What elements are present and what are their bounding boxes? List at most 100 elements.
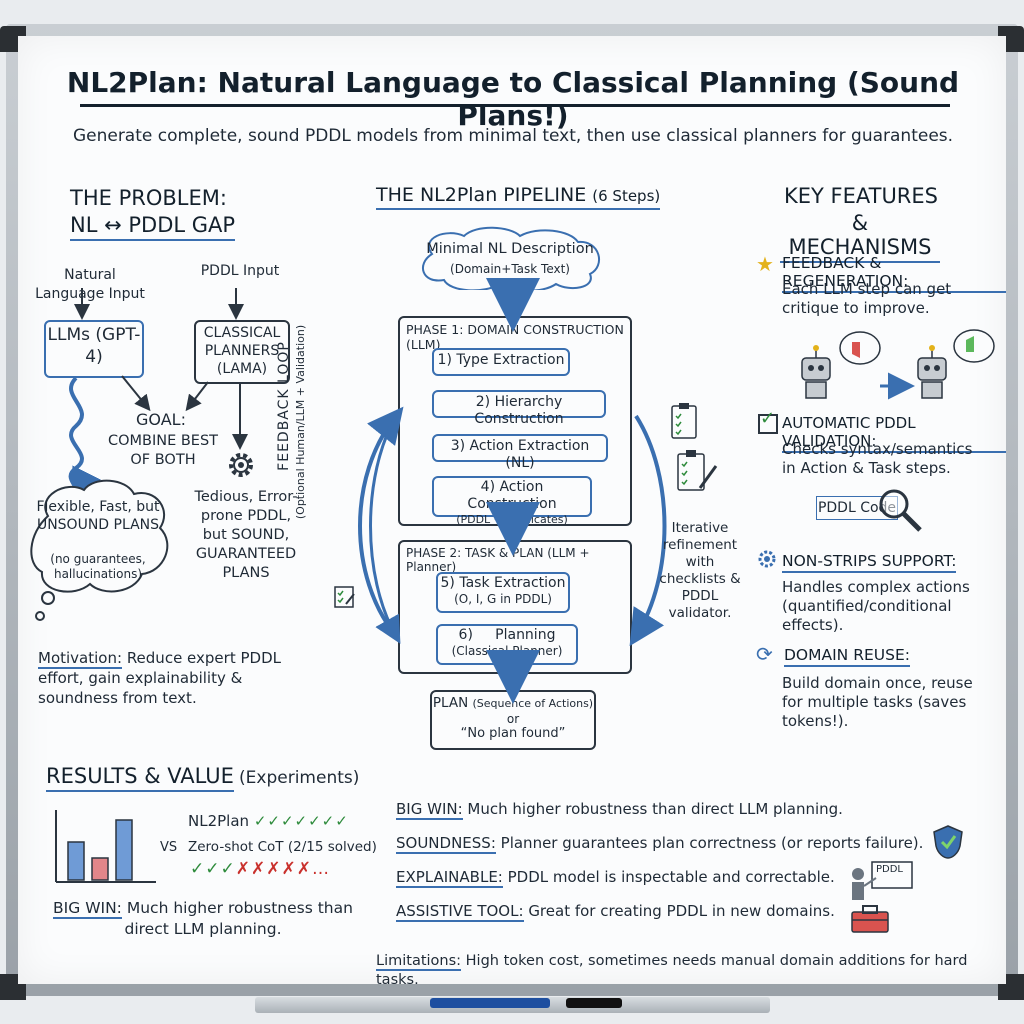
results-heading-text: RESULTS & VALUE xyxy=(46,764,234,792)
gear-icon xyxy=(229,453,253,477)
feature-text-reuse: Build domain once, reuse for multiple ta… xyxy=(782,674,973,730)
checkbox-icon xyxy=(758,414,778,434)
plan-title: PLAN xyxy=(432,695,469,711)
start-note: (Domain+Task Text) xyxy=(450,262,570,276)
value-point-soundness: SOUNDNESS: Planner guarantees plan corre… xyxy=(396,834,924,854)
motivation-text: Reduce expert PDDL effort, gain explaina… xyxy=(38,649,281,707)
gear-icon xyxy=(758,550,776,568)
planner-box: CLASSICAL PLANNERS (LAMA) xyxy=(194,320,290,384)
value-label: EXPLAINABLE: xyxy=(396,868,503,888)
results-bar-sketch xyxy=(55,810,156,883)
zeroshot-crosses: ✗✗✗✗✗… xyxy=(235,859,330,879)
clipboard-pen-icon xyxy=(677,450,718,491)
problem-heading-line1: THE PROBLEM: xyxy=(70,186,227,210)
limitations: Limitations: High token cost, sometimes … xyxy=(376,952,1006,990)
value-label: ASSISTIVE TOOL: xyxy=(396,902,524,922)
black-marker xyxy=(566,998,622,1008)
step-action-extraction: 3) Action Extraction (NL) xyxy=(432,434,608,471)
limitations-label: Limitations: xyxy=(376,953,462,971)
step-label: 5) Task Extraction xyxy=(440,575,566,591)
problem-arrows xyxy=(68,288,248,502)
step-hierarchy-construction: 2) Hierarchy Construction xyxy=(432,390,606,427)
value-text: Great for creating PDDL in new domains. xyxy=(528,902,835,920)
step-label: 6) Planning xyxy=(458,627,556,643)
star-icon: ★ xyxy=(756,252,774,276)
clipboard-icon xyxy=(671,403,697,439)
nl2plan-label: NL2Plan xyxy=(188,812,250,830)
start-cloud xyxy=(421,226,600,290)
goal-text: COMBINE BEST OF BOTH xyxy=(107,433,219,468)
nl2plan-marks: ✓✓✓✓✓✓✓ xyxy=(253,812,349,830)
feature-text-validation: Checks syntax/semantics in Action & Task… xyxy=(782,440,973,477)
features-heading-line1: KEY FEATURES xyxy=(783,184,938,208)
toolbox-icon xyxy=(851,905,889,933)
feedback-loop-label: FEEDBACK LOOP xyxy=(276,316,292,496)
blue-marker xyxy=(430,998,550,1008)
feedback-note-label: (Optional Human/LLM + Validation) xyxy=(294,302,307,542)
value-text: PDDL model is inspectable and correctabl… xyxy=(507,868,835,886)
whiteboard: NL2Plan: Natural Language to Classical P… xyxy=(18,36,1006,988)
step-label: 2) Hierarchy Construction xyxy=(474,394,564,427)
results-heading-note: (Experiments) xyxy=(239,768,360,788)
step-label: 3) Action Extraction (NL) xyxy=(450,438,590,471)
value-label: SOUNDNESS: xyxy=(396,834,496,854)
value-label: BIG WIN: xyxy=(396,800,463,820)
pipeline-heading-text: THE NL2Plan PIPELINE xyxy=(376,184,587,206)
value-text: Planner guarantees plan correctness (or … xyxy=(500,834,924,852)
planner-result: Tedious, Error-prone PDDL, but SOUND, GU… xyxy=(194,489,298,581)
robot-feedback-illustration xyxy=(801,329,995,400)
check-mark-icon: ✓ xyxy=(760,408,776,429)
feature-title-nonstrips: NON-STRIPS SUPPORT: xyxy=(782,552,957,573)
feature-title-feedback: FEEDBACK & REGENERATION: xyxy=(782,254,1006,293)
problem-heading-line2: NL ↔ PDDL GAP xyxy=(70,213,236,241)
feature-text-nonstrips: Handles complex actions (quantified/cond… xyxy=(782,578,970,634)
zeroshot-label: Zero-shot CoT (2/15 solved) xyxy=(188,839,377,855)
magnifier-icon xyxy=(879,489,922,532)
value-text: Much higher robustness than direct LLM p… xyxy=(467,800,843,818)
zeroshot-marks: ✓✓✓✗✗✗✗✗… xyxy=(190,860,330,879)
results-heading: RESULTS & VALUE (Experiments) xyxy=(46,764,360,792)
vs-label: VS xyxy=(160,840,178,855)
pipeline-arrows xyxy=(358,278,667,704)
title-underline xyxy=(80,104,950,107)
value-point-bigwin: BIG WIN: Much higher robustness than dir… xyxy=(396,800,843,820)
zeroshot-checks: ✓✓✓ xyxy=(190,859,236,879)
results-bigwin-text: Much higher robustness than direct LLM p… xyxy=(124,899,353,938)
feature-title-reuse: DOMAIN REUSE: xyxy=(784,646,910,667)
step-label: 1) Type Extraction xyxy=(437,352,565,368)
plan-fail: “No plan found” xyxy=(460,726,566,741)
checklist-icon xyxy=(334,586,355,608)
value-point-assistive: ASSISTIVE TOOL: Great for creating PDDL … xyxy=(396,902,835,922)
subtitle: Generate complete, sound PDDL models fro… xyxy=(72,126,954,146)
plan-or: or xyxy=(506,712,520,726)
features-heading-line2: & MECHANISMS xyxy=(780,211,940,263)
results-bigwin-label: BIG WIN: xyxy=(53,899,122,919)
feature-title-validation: AUTOMATIC PDDL VALIDATION: xyxy=(782,414,1006,453)
step-note: (O, I, G in PDDL) xyxy=(454,592,552,606)
thought-cloud xyxy=(30,479,169,621)
goal-label: GOAL: xyxy=(136,410,186,429)
motivation: Motivation: Reduce expert PDDL effort, g… xyxy=(38,648,294,708)
pddl-sign: PDDL xyxy=(876,864,904,875)
feature-text-feedback: Each LLM step can get critique to improv… xyxy=(782,280,952,317)
nl2plan-row: NL2Plan ✓✓✓✓✓✓✓ xyxy=(188,812,349,831)
shield-icon xyxy=(933,825,963,859)
feedback-title: FEEDBACK LOOP xyxy=(276,341,292,471)
cloud-note: (no guarantees, hallucinations) xyxy=(50,552,146,581)
refresh-icon: ⟳ xyxy=(756,642,773,666)
motivation-label: Motivation: xyxy=(38,649,123,669)
pipeline-heading: THE NL2Plan PIPELINE (6 Steps) xyxy=(376,184,661,210)
nl-input-label: Natural Language Input xyxy=(35,267,145,302)
cloud-text: Flexible, Fast, but UNSOUND PLANS xyxy=(36,499,160,533)
feedback-note: (Optional Human/LLM + Validation) xyxy=(294,324,307,520)
iterative-text: Iterative refinement with checklists & P… xyxy=(659,520,741,621)
llm-box: LLMs (GPT-4) xyxy=(44,320,144,378)
pipeline-heading-note: (6 Steps) xyxy=(592,187,661,205)
pddl-input-label: PDDL Input xyxy=(200,263,280,279)
step-type-extraction: 1) Type Extraction xyxy=(432,348,570,376)
start-title: Minimal NL Description xyxy=(426,241,594,257)
results-bigwin: BIG WIN: Much higher robustness than dir… xyxy=(48,898,358,940)
step-task-extraction: 5) Task Extraction (O, I, G in PDDL) xyxy=(436,572,570,613)
value-point-explainable: EXPLAINABLE: PDDL model is inspectable a… xyxy=(396,868,835,888)
presenter-icon xyxy=(852,861,913,900)
